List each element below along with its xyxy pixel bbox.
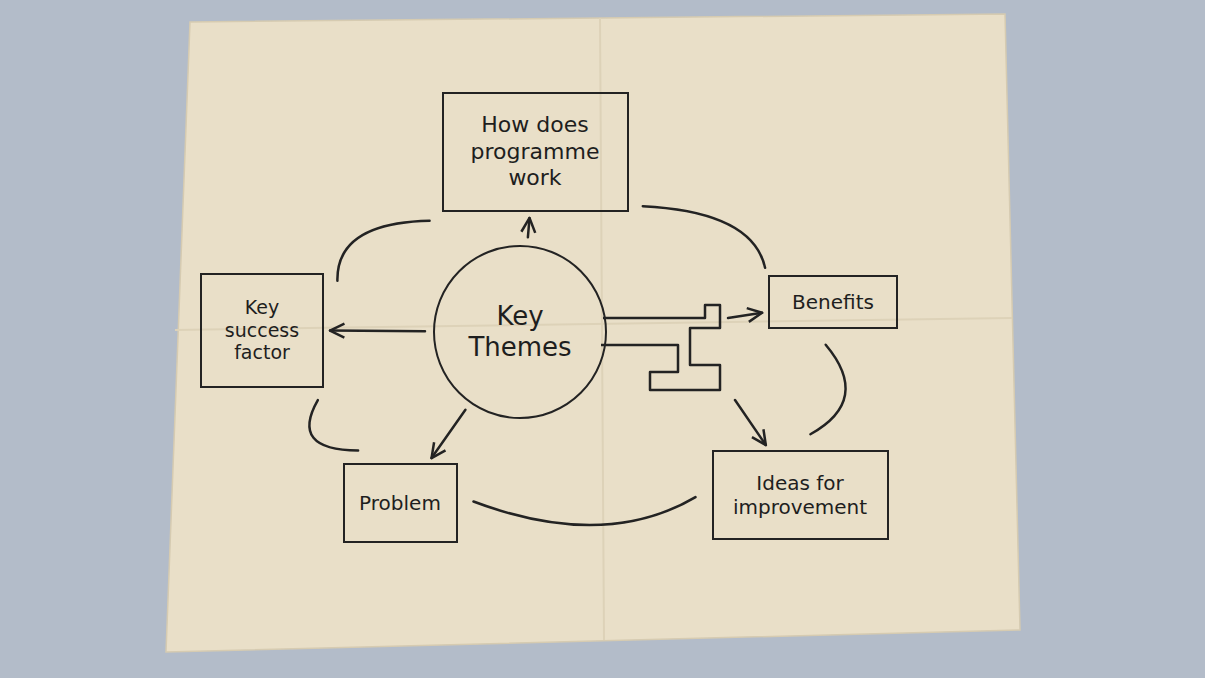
ring-arc [810, 345, 845, 434]
node-label: Key success factor [212, 296, 312, 364]
arrow-connector [330, 324, 425, 338]
paper-fold [600, 18, 604, 640]
node-label: How does programme work [454, 112, 617, 191]
node-label: Key Themes [445, 301, 595, 363]
ring-arc [643, 206, 765, 268]
process-box: Problem [343, 463, 458, 543]
paper-sheet [166, 14, 1020, 652]
key-shaft [601, 305, 720, 390]
ring-arc [473, 497, 695, 525]
key-circle: Key Themes [433, 245, 607, 419]
arrow-connector [735, 400, 766, 445]
ring-arc [309, 400, 358, 450]
process-box: Ideas for improvement [712, 450, 889, 540]
ring-arc [337, 221, 429, 281]
arrow-connector [521, 218, 535, 237]
process-box: Benefits [768, 275, 898, 329]
node-label: Ideas for improvement [724, 471, 877, 519]
process-box: Key success factor [200, 273, 324, 388]
arrow-connector [432, 410, 466, 458]
node-label: Problem [359, 491, 441, 515]
process-box: How does programme work [442, 92, 629, 212]
arrow-connector [728, 308, 762, 322]
node-label: Benefits [792, 290, 874, 314]
